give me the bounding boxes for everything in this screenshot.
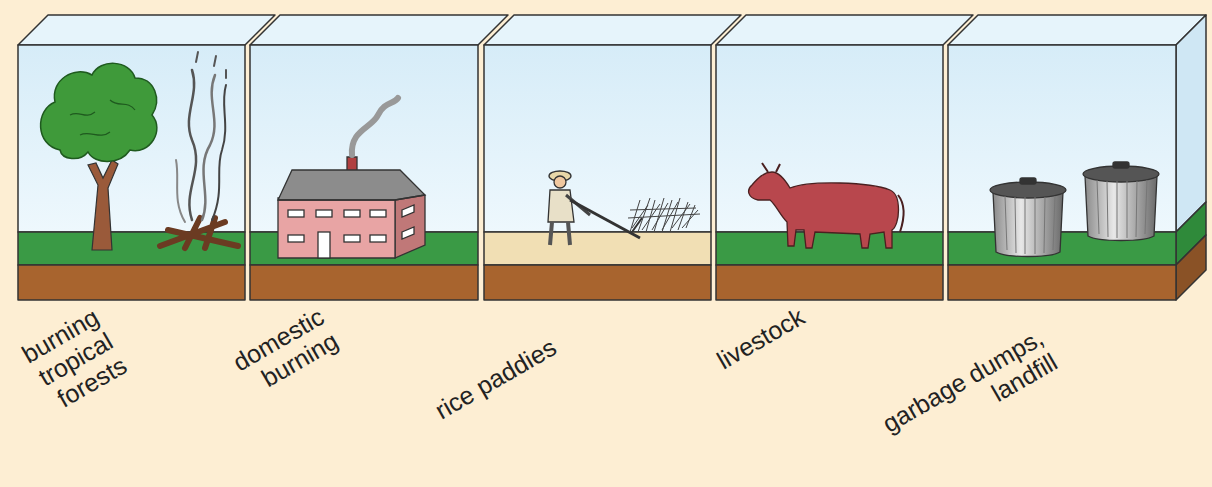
glass-front <box>18 45 245 232</box>
glass-front <box>484 45 711 232</box>
soil <box>484 265 711 300</box>
cow <box>749 163 904 248</box>
glass-top <box>250 15 508 45</box>
source-label: burning tropical forests <box>17 302 131 416</box>
soil <box>18 265 245 300</box>
source-label: domestic burning <box>228 302 343 401</box>
glass-top <box>484 15 741 45</box>
ground <box>716 232 943 265</box>
ground <box>484 232 711 265</box>
source-label: rice paddies <box>430 333 561 425</box>
rice <box>628 198 700 232</box>
house <box>278 98 425 258</box>
soil-side <box>1176 235 1206 300</box>
fire <box>160 52 238 248</box>
soil <box>948 265 1176 300</box>
source-label: livestock <box>712 302 809 374</box>
source-label: garbage dumps, landfill <box>852 323 1062 476</box>
soil <box>716 265 943 300</box>
tree <box>41 63 157 250</box>
soil <box>250 265 478 300</box>
glass-side <box>1176 15 1206 232</box>
glass-top <box>948 15 1206 45</box>
glass-top <box>18 15 275 45</box>
trash-cans <box>990 162 1159 257</box>
glass-top <box>716 15 973 45</box>
farmer <box>548 171 642 245</box>
